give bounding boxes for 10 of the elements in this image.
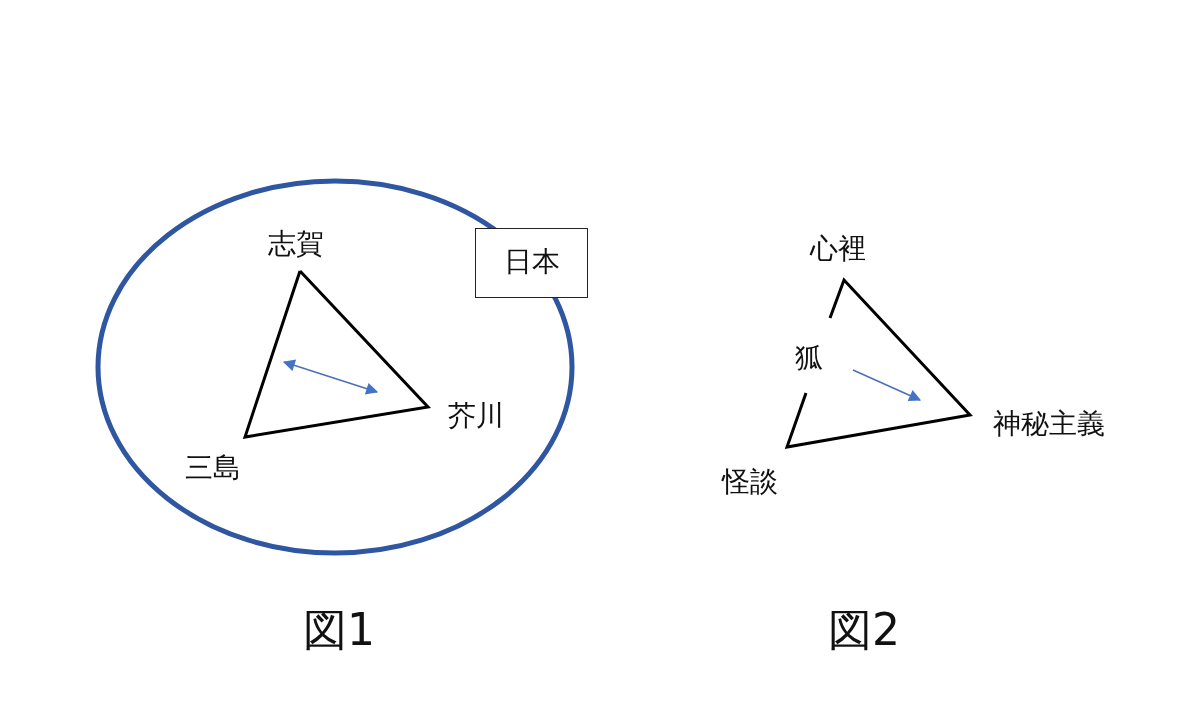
vertex-label: 心裡 [810,233,866,265]
figure-caption: 図2 [828,606,900,654]
node-label: 狐 [795,342,823,374]
label-box: 日本 [475,228,588,298]
figure-caption: 図1 [303,606,375,654]
vertex-label: 三島 [185,452,241,484]
vertex-label: 志賀 [268,228,324,260]
vertex-label: 怪談 [722,466,778,498]
vertex-label: 芥川 [448,400,504,432]
vertex-label: 神秘主義 [993,408,1105,440]
